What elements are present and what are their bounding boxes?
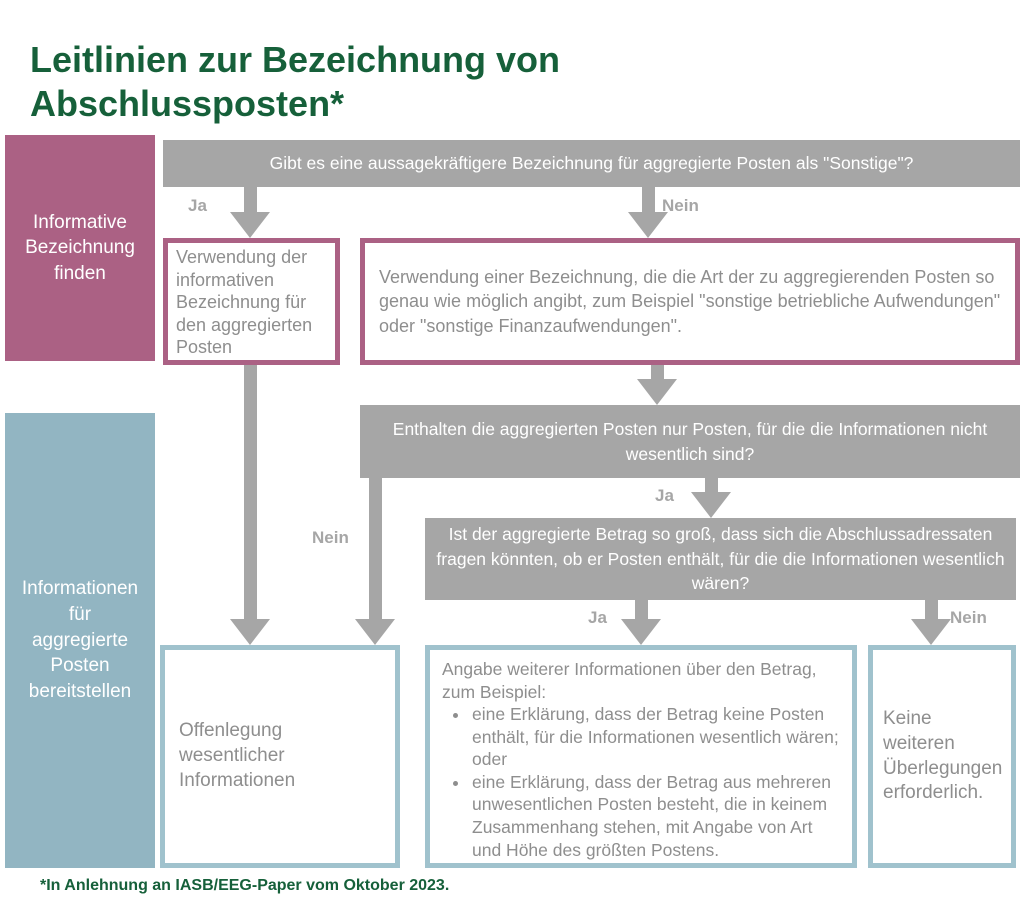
arrow-bezeichnung-to-q2 [637,365,677,405]
box-offenlegung-text: Offenlegung wesentlicher Informationen [179,720,296,791]
question-sonstige-text: Gibt es eine aussagekräftigere Bezeichnu… [269,153,914,174]
question-nicht-wesentlich-text: Enthalten die aggregierten Posten nur Po… [392,419,988,464]
box-angabe-bullet: eine Erklärung, dass der Betrag aus mehr… [470,771,840,861]
label-q3-ja: Ja [588,608,607,627]
box-angabe-bullet-list: eine Erklärung, dass der Betrag keine Po… [442,703,840,861]
category-informative-bezeichnung: Informative Bezeichnung finden [5,135,155,361]
arrow-q1-ja-down [230,187,270,238]
question-betrag-gross-text: Ist der aggregierte Betrag so groß, dass… [436,524,1005,594]
box-verwendung-informativ: Verwendung der informativen Bezeichnung … [163,238,340,365]
question-sonstige: Gibt es eine aussagekräftigere Bezeichnu… [163,140,1020,187]
box-verwendung-bezeichnung-text: Verwendung einer Bezeichnung, die die Ar… [379,267,1001,336]
page-title: Leitlinien zur Bezeichnung von Abschluss… [30,39,561,125]
arrow-q3-ja-to-angabe [621,600,661,645]
box-verwendung-bezeichnung: Verwendung einer Bezeichnung, die die Ar… [360,238,1020,365]
label-q3-nein: Nein [950,608,987,627]
arrow-q2-nein-to-offenlegung [355,478,395,645]
question-betrag-gross: Ist der aggregierte Betrag so groß, dass… [425,518,1016,600]
arrow-q3-nein-to-keine [911,600,951,645]
box-angabe-bullet: eine Erklärung, dass der Betrag keine Po… [470,703,840,771]
box-keine-ueberlegungen: Keine weiteren Überlegungen erforderlich… [868,645,1016,868]
category-informationen-bereitstellen: Informationen für aggregierte Posten ber… [5,413,155,868]
label-q1-ja: Ja [188,196,207,215]
box-offenlegung: Offenlegung wesentlicher Informationen [160,645,400,868]
box-angabe-intro: Angabe weiterer Informationen über den B… [442,659,817,702]
category-informative-label: Informative Bezeichnung finden [25,211,135,284]
label-q1-nein: Nein [662,196,699,215]
box-verwendung-informativ-text: Verwendung der informativen Bezeichnung … [176,247,313,357]
arrow-q1-nein-down [628,187,668,238]
arrow-informativ-to-offenlegung [230,365,270,645]
label-q2-ja: Ja [655,486,674,505]
category-informationen-label: Informationen für aggregierte Posten ber… [21,578,139,702]
footnote: *In Anlehnung an IASB/EEG-Paper vom Okto… [40,877,450,894]
arrow-q2-ja-to-q3 [691,478,731,518]
label-q2-nein: Nein [312,528,349,547]
box-angabe-informationen: Angabe weiterer Informationen über den B… [425,645,857,868]
question-nicht-wesentlich: Enthalten die aggregierten Posten nur Po… [360,405,1020,478]
box-keine-ueberlegungen-text: Keine weiteren Überlegungen erforderlich… [883,708,1003,804]
